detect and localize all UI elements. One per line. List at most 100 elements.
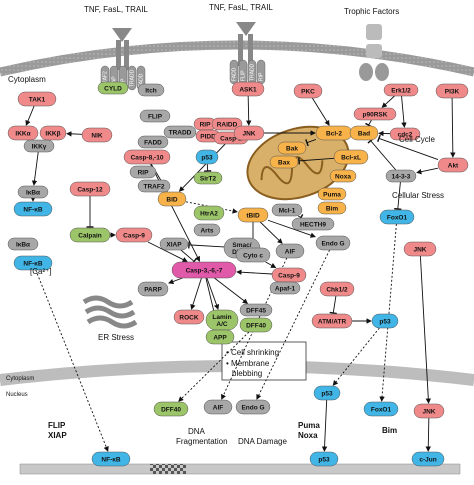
noxa-node: Noxa — [330, 170, 356, 182]
bim-node: Bim — [318, 202, 346, 214]
pi3k-label: PI3K — [445, 89, 460, 96]
itch-node: Itch — [138, 84, 164, 96]
casp810-label: Casp-8,-10 — [131, 155, 164, 162]
flip-label: FLIP — [148, 114, 163, 121]
p1433-label: 14-3-3 — [392, 174, 411, 181]
calpain-node: Calpain — [70, 228, 110, 242]
ask1-node: ASK1 — [232, 82, 264, 96]
cell-cycle-label: Cell Cycle — [399, 135, 436, 144]
p53-mid-node: p53 — [372, 314, 398, 328]
ask1-to-jnk-mid-edge — [248, 96, 249, 125]
smac-to-xiap-edge — [189, 245, 224, 247]
tak1-label: TAK1 — [29, 97, 46, 104]
xiap-target-label: XIAP — [48, 431, 67, 440]
dff45-node: DFF45 — [240, 304, 272, 316]
receptor-ligand-label-1: TNF, FasL, TRAIL — [84, 5, 148, 14]
nfkb-1-label: NF-κB — [23, 207, 42, 214]
bim-label: Bim — [326, 206, 339, 213]
cyld-label: CYLD — [104, 86, 122, 93]
nucleus-label: Nucleus — [6, 392, 28, 398]
cjun-label: c-Jun — [419, 457, 436, 464]
bad-label: Bad — [358, 131, 370, 138]
bak-node: Bak — [278, 142, 306, 154]
traf2-label: TRAF2 — [144, 184, 165, 191]
erk-to-p90rsk-edge — [382, 96, 394, 107]
pathway-edges — [26, 96, 453, 451]
noxa-label: Noxa — [335, 174, 351, 181]
bid-label: BID — [166, 197, 178, 204]
parp-label: PARP — [144, 287, 162, 294]
p1433-to-bad-edge — [371, 141, 396, 170]
right-receptor-flip-adaptor: FLIP — [239, 60, 247, 84]
jnk-mid-node: JNK — [234, 126, 264, 140]
foxo1-bot-label: FoxO1 — [371, 407, 392, 414]
pkc-label: PKC — [301, 89, 315, 96]
casp810-node: Casp-8,-10 — [124, 150, 170, 164]
dna-damage-label: DNA Damage — [238, 437, 287, 446]
right-receptor-rip-adaptor-label: RIP — [259, 72, 265, 81]
puma-node: Puma — [318, 188, 346, 200]
er-stress-label: ER Stress — [98, 333, 134, 342]
pkc-node: PKC — [294, 84, 322, 98]
ikkb-label: IKKβ — [45, 131, 60, 138]
cytoc-node: Cyto c — [236, 248, 270, 262]
jnk-bot-to-cjun-edge — [428, 418, 429, 451]
ikkb-node: IKKβ — [40, 126, 66, 140]
left-receptor-tradd-adaptor: TRADD — [128, 66, 136, 90]
hecth9-label: HECTH9 — [300, 222, 326, 229]
er-stress-organelle — [84, 298, 136, 326]
tbid-to-aif-top-edge — [260, 222, 282, 243]
bclxl-node: Bcl-xL — [334, 150, 368, 164]
casp9-mid-label: Casp-9 — [278, 273, 300, 280]
parp-node: PARP — [138, 282, 168, 296]
p53-mid-label: p53 — [379, 319, 391, 326]
casp367-to-parp-edge — [169, 278, 183, 283]
dff40-bot-node: DFF40 — [154, 402, 188, 416]
dff40-bot-label: DFF40 — [161, 407, 181, 414]
pi3k-to-akt-edge — [452, 98, 453, 157]
aif-top-label: AIF — [285, 249, 296, 256]
mcl1-label: Mcl-1 — [279, 208, 296, 215]
right-receptor-tradd-adaptor-label: TRADD — [250, 63, 256, 81]
casp367-node: Casp-3,-6,-7 — [172, 262, 236, 278]
noxa-target-label: Noxa — [298, 431, 318, 440]
dna-fragmentation-label-1: DNA — [188, 427, 206, 436]
nfkb-bot-node: NF-κB — [92, 452, 130, 466]
p53-top-node: p53 — [196, 150, 218, 164]
nfkb-bot-label: NF-κB — [101, 457, 120, 464]
tak1-to-ikka-edge — [26, 106, 34, 125]
erk-to-cdc2-edge — [402, 96, 405, 127]
jnk-right-label: JNK — [413, 247, 426, 254]
cytoplasm-label-bottom: Cytoplasm — [6, 376, 34, 382]
calpain-label: Calpain — [78, 233, 102, 240]
ask1-label: ASK1 — [239, 87, 257, 94]
casp367-to-dff45-edge — [214, 278, 247, 303]
cytoc-to-casp9-mid-edge — [266, 262, 276, 268]
flip-node: FLIP — [140, 110, 170, 122]
ikba-1-label: IκBα — [26, 190, 40, 197]
pi3k-node: PI3K — [436, 84, 468, 98]
apaf1-node: Apaf-1 — [270, 282, 300, 294]
atm-node: ATM/ATR — [312, 314, 352, 328]
htra2-label: HtrA2 — [200, 211, 218, 218]
membrane-blebbing-label-2: blebbing — [232, 369, 262, 378]
cell-shrinking-label: • Cell shrinking — [226, 348, 279, 357]
rock-node: ROCK — [174, 310, 204, 324]
jnk-right-to-jnk-bot-edge — [420, 256, 428, 403]
ikkg-label: IKKγ — [32, 144, 47, 151]
foxo1-top-node: FoxO1 — [380, 210, 414, 224]
flip-target-label: FLIP — [48, 421, 66, 430]
membrane-blebbing-label-1: • Membrane — [226, 359, 270, 368]
dna-strand — [20, 464, 460, 474]
erk-node: Erk1/2 — [384, 84, 418, 96]
right-receptor-fadd-adaptor-label: FADD — [232, 67, 238, 81]
sirt2-node: SirT2 — [194, 172, 222, 184]
ikkg-to-ikba-1-edge — [34, 152, 38, 185]
p53-bot-label: p53 — [321, 391, 333, 398]
bcl2-label: Bcl-2 — [326, 131, 342, 138]
p53-top-label: p53 — [201, 155, 213, 162]
p53-dna-label: p53 — [318, 457, 330, 464]
xiap-label: XIAP — [166, 242, 182, 249]
xiap-node: XIAP — [160, 238, 188, 250]
endog-top-node: Endo G — [316, 236, 350, 250]
